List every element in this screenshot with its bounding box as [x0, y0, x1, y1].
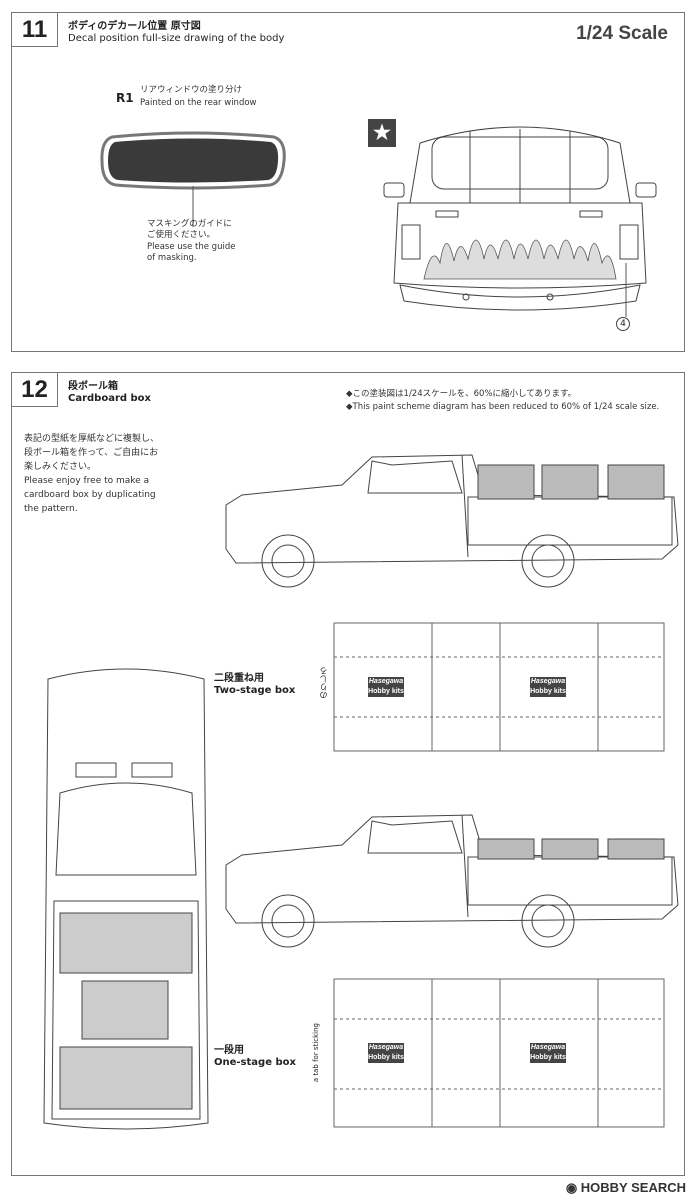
- step-11-panel: 11 ボディのデカール位置 原寸図 Decal position full-si…: [11, 12, 685, 352]
- r1-code: R1: [116, 91, 134, 105]
- truck-side-view-two-stage: [225, 454, 679, 588]
- reduction-note-en: ◆This paint scheme diagram has been redu…: [346, 402, 660, 412]
- r1-title-jp: リアウィンドウの塗り分け: [140, 85, 243, 95]
- mask-guide-jp-1: マスキングのガイドに: [147, 219, 232, 229]
- intro-en-2: cardboard box by duplicating: [24, 490, 156, 500]
- logo-sub: Hobby kits: [368, 1054, 404, 1061]
- r1-title-en: Painted on the rear window: [140, 98, 257, 108]
- star-icon: ★: [368, 119, 396, 147]
- intro-jp-2: 段ボール箱を作って、ご自由にお: [24, 448, 159, 458]
- hasegawa-logo: Hasegawa Hobby kits: [530, 1043, 566, 1063]
- tab-en: a tab for sticking: [312, 1023, 320, 1083]
- one-stage-label-jp: 一段用: [214, 1045, 244, 1056]
- step-title-jp: ボディのデカール位置 原寸図: [68, 21, 201, 32]
- callout-number: 4: [616, 317, 630, 331]
- step-title-en: Cardboard box: [68, 393, 152, 404]
- truck-rear-view-drawing: [383, 126, 657, 317]
- logo-brand: Hasegawa: [368, 1044, 404, 1051]
- reduction-note-jp: ◆この塗装図は1/24スケールを、60%に縮小してあります。: [346, 389, 577, 399]
- intro-jp-1: 表記の型紙を厚紙などに複製し、: [24, 434, 160, 444]
- two-stage-box-pattern: [333, 622, 665, 752]
- step-title-jp: 段ボール箱: [68, 381, 118, 392]
- scale-label: 1/24 Scale: [576, 23, 668, 44]
- truck-side-view-one-stage: [225, 814, 679, 948]
- logo-brand: Hasegawa: [530, 678, 566, 685]
- one-stage-box-pattern: [333, 978, 665, 1128]
- one-stage-label-en: One-stage box: [214, 1057, 296, 1068]
- logo-sub: Hobby kits: [368, 688, 404, 695]
- hobby-search-watermark: ◉ HOBBY SEARCH: [566, 1180, 686, 1196]
- logo-sub: Hobby kits: [530, 1054, 566, 1061]
- tab-jp: のりしろ: [319, 667, 328, 699]
- step-title-en: Decal position full-size drawing of the …: [68, 33, 285, 44]
- hasegawa-logo: Hasegawa Hobby kits: [368, 1043, 404, 1063]
- logo-brand: Hasegawa: [530, 1044, 566, 1051]
- step-12-panel: 12 段ボール箱 Cardboard box ◆この塗装図は1/24スケールを、…: [11, 372, 685, 1176]
- hasegawa-logo: Hasegawa Hobby kits: [368, 677, 404, 697]
- intro-en-1: Please enjoy free to make a: [24, 476, 150, 486]
- intro-en-3: the pattern.: [24, 504, 78, 514]
- logo-brand: Hasegawa: [368, 678, 404, 685]
- mask-guide-en-2: of masking.: [147, 253, 197, 263]
- hobby-search-icon: ◉: [565, 1180, 581, 1195]
- footer-brand: HOBBY SEARCH: [580, 1180, 686, 1195]
- rear-window-mask-shape: [100, 131, 286, 227]
- mask-guide-jp-2: ご使用ください。: [147, 230, 216, 240]
- two-stage-label-en: Two-stage box: [214, 685, 296, 696]
- truck-top-view-drawing: [43, 668, 209, 1130]
- hasegawa-logo: Hasegawa Hobby kits: [530, 677, 566, 697]
- two-stage-label-jp: 二段重ね用: [214, 673, 264, 684]
- step-number: 11: [12, 13, 58, 47]
- step-number: 12: [12, 373, 58, 407]
- logo-sub: Hobby kits: [530, 688, 566, 695]
- intro-jp-3: 楽しみください。: [24, 462, 97, 472]
- mask-guide-en-1: Please use the guide: [147, 242, 236, 252]
